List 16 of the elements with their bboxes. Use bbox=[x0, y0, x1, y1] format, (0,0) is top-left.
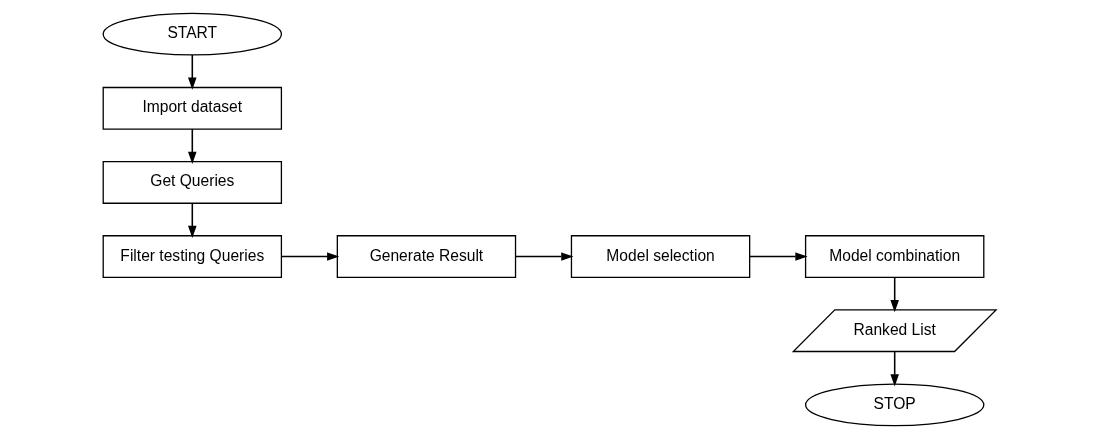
node-box: Model selection bbox=[570, 235, 751, 279]
arrow bbox=[890, 350, 899, 387]
arrow bbox=[748, 252, 808, 261]
arrow bbox=[280, 252, 340, 261]
arrow bbox=[188, 202, 197, 239]
node-ellipse: START bbox=[102, 12, 283, 56]
node-box: Filter testing Queries bbox=[102, 235, 283, 279]
arrow bbox=[188, 54, 197, 90]
arrow bbox=[514, 252, 574, 261]
node-box: Get Queries bbox=[102, 160, 283, 204]
node-box: Generate Result bbox=[336, 235, 517, 279]
node-box: Import dataset bbox=[102, 86, 283, 130]
node-ellipse: STOP bbox=[804, 383, 985, 427]
arrow bbox=[890, 276, 899, 313]
arrow bbox=[188, 128, 197, 164]
node-box: Model combination bbox=[804, 235, 985, 279]
